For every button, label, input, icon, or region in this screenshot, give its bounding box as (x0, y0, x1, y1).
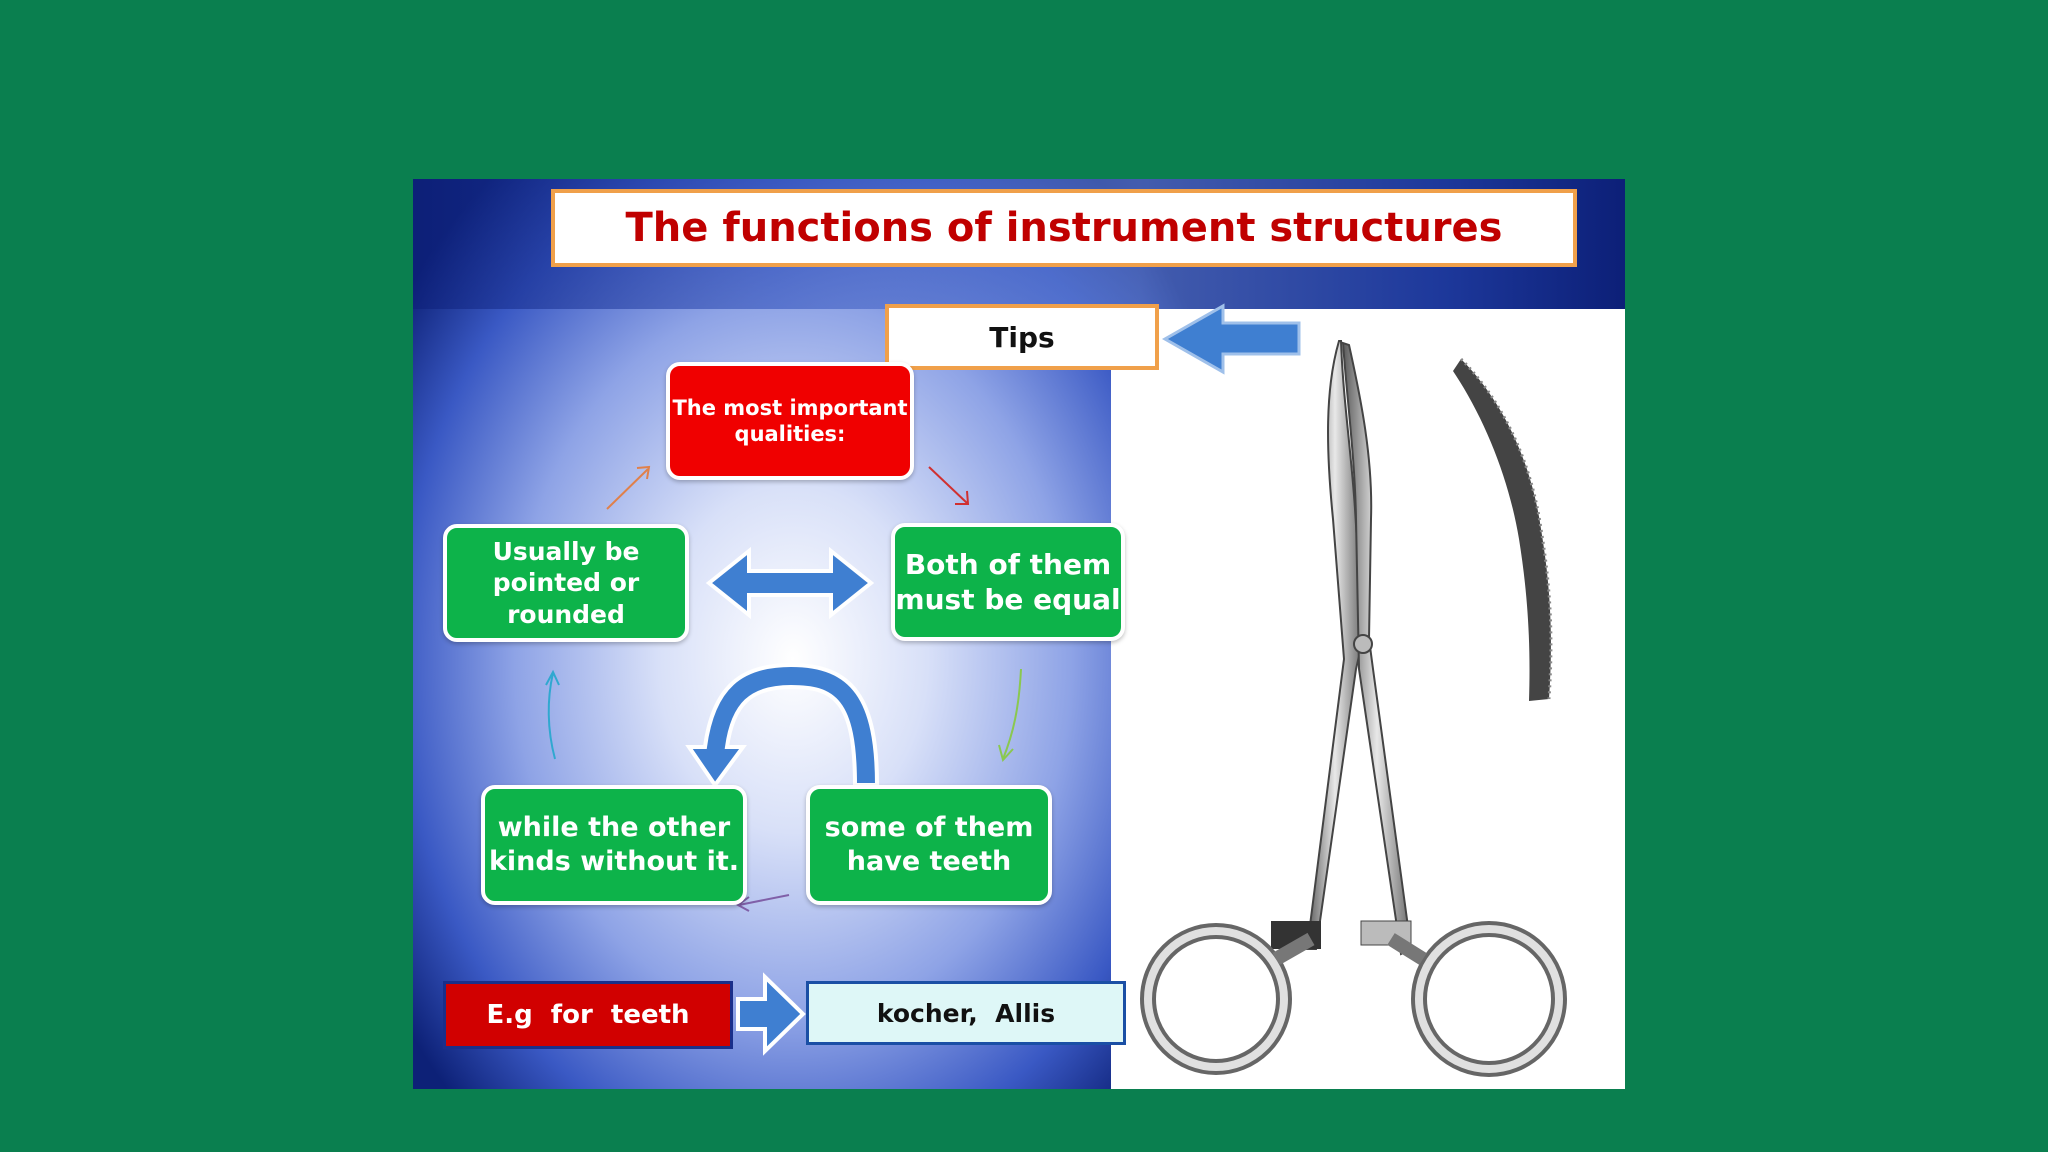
title-box: The functions of instrument structures (551, 189, 1577, 267)
right-arrow-icon (736, 972, 806, 1056)
double-arrow-icon (705, 546, 875, 620)
example-label-box: E.g for teeth (443, 981, 733, 1049)
thin-arrow-up-right (606, 468, 649, 510)
hemostat-forceps-illustration (1140, 340, 1567, 1077)
slide: The functions of instrument structures T… (413, 179, 1625, 1089)
node-most-important-qualities: The most important qualities: (666, 362, 914, 480)
node-without-teeth: while the other kinds without it. (481, 785, 747, 905)
node-pointed-or-rounded: Usually be pointed or rounded (443, 524, 689, 642)
thin-arrow-down-right (928, 466, 968, 504)
diagram-arrows (545, 303, 1301, 1056)
thin-arrow-down (1002, 668, 1022, 760)
thin-arrow-up (547, 672, 556, 760)
curved-arrow-icon (685, 662, 880, 789)
left-arrow-icon (1161, 303, 1301, 375)
example-value-box: kocher, Allis (806, 981, 1126, 1045)
node-must-be-equal: Both of them must be equal (891, 523, 1125, 641)
photo-panel (1111, 309, 1625, 1089)
node-have-teeth: some of them have teeth (806, 785, 1052, 905)
tips-label-box: Tips (885, 304, 1159, 370)
slide-title: The functions of instrument structures (625, 205, 1503, 251)
thin-arrow-left (738, 894, 790, 906)
